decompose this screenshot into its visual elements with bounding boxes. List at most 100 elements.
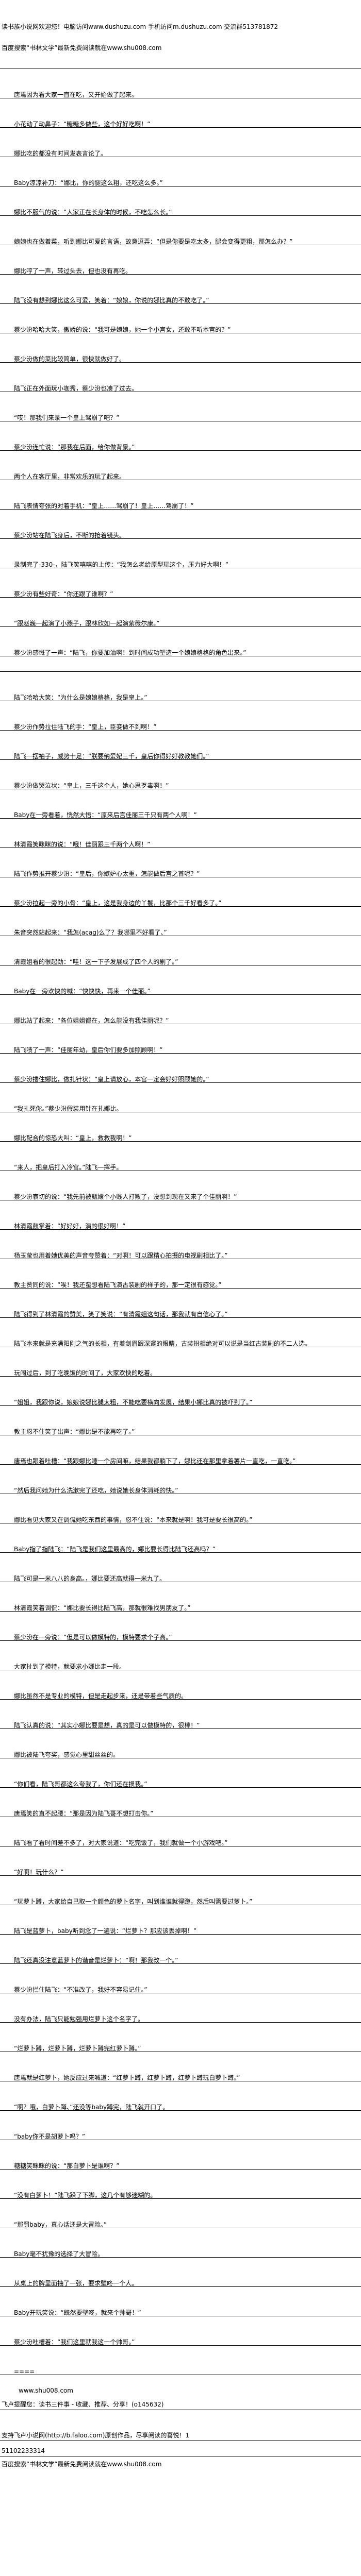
paragraph: “来人，把皇后打入冷宫。”陆飞一挥手。 — [0, 1142, 361, 1171]
paragraph-text: 蔡少汾有些好奇：“你还跟了谁啊？” — [14, 590, 113, 598]
paragraph-line: 林清霞笑眯眯的说：“哦！佳丽跟三千两个人啊！” — [0, 833, 361, 848]
paragraph-text: 蔡少汾做的菜比较简单，很快就做好了。 — [14, 355, 126, 363]
paragraph-line: 娘娘也在做着菜，听到娜比可爱的言语，故意逗弄：“但是你要是吃太多，腿会变得更粗，… — [0, 230, 361, 245]
paragraph: 陆飞可是一米八八的身高。，娜比要还高就得一米九了。 — [0, 1553, 361, 1582]
paragraph-text: 蔡少汾作势拉住陆飞的手：“皇上，臣妾做不到啊！” — [14, 723, 157, 731]
paragraph-line: 陆飞哈哈大笑：“为什么是娘娘格格，我是皇上。” — [0, 686, 361, 701]
paragraph-text: 唐焉笑的直不起腰：“那是因为陆飞哥不想打击你。” — [14, 1810, 154, 1817]
paragraph-text: “没有白萝卜！”陆飞跺了下脚，这几个有够迷糊的。 — [14, 2192, 157, 2199]
paragraph: 陆飞还真没注意蓝萝卜的谐音是烂萝卜：“啊！那我改一个。” — [0, 1935, 361, 1964]
paragraph: Baby在一旁欢快的喊：“快快快，再来一个佳丽。” — [0, 965, 361, 995]
paragraph: 教主忍不住笑了出声：“娜比是不能再吃了。” — [0, 1406, 361, 1435]
paragraph: 林清霞鼓掌着：“好好好，演的很好啊！” — [0, 1200, 361, 1230]
paragraph-text: 陆飞一摆袖子，威势十足：“朕要纳爱妃三千，皇后你得好好教教她们。” — [14, 753, 209, 760]
paragraph-line: 蔡少汾做哭泣状：“皇上，三千这个人，她心思歹毒啊！” — [0, 774, 361, 789]
paragraph-text: Baby毫不犹豫的选择了大冒险。 — [14, 2250, 104, 2258]
paragraph: 娜比哼了一声，转过头去，但也没有再吃。 — [0, 245, 361, 275]
paragraph-text: “我扎死你。”蔡少汾假装用针在扎娜比。 — [14, 1105, 123, 1112]
paragraph: “然后我问她为什么洗漱完了还吃，她说她长身体消耗的快。” — [0, 1465, 361, 1494]
paragraph: 陆飞表情夸张的对着手机：“皇上……驾崩了！皇上……驾崩了！” — [0, 480, 361, 510]
paragraph-line: 陆飞是蓝萝卜，baby听到念了一遍说：“烂萝卜？那应该丢掉啊！” — [0, 1919, 361, 1935]
paragraph-line: “baby你不是胡萝卜吗？” — [0, 2125, 361, 2140]
paragraph-text: 陆飞可是一米八八的身高。，娜比要还高就得一米九了。 — [14, 1575, 166, 1582]
paragraph-line: “来人，把皇后打入冷宫。”陆飞一挥手。 — [0, 1156, 361, 1171]
paragraph-line: “啊？哦，白萝卜蹲、”还没等baby蹲完，陆飞就开口了。 — [0, 2095, 361, 2111]
paragraph: 蔡少汾搂住娜比，做扎针状：“皇上请放心，本宫一定会好好照顾她的。” — [0, 1054, 361, 1083]
paragraph-line: 陆飞认真的说：“其实小娜比要是想，真的是可以做模特的，很棒！” — [0, 1714, 361, 1729]
paragraph-text: “你们看，陆飞哥都这么夸我了，你们还在损我。” — [14, 1781, 147, 1788]
paragraph: “玩萝卜蹲，大家给自己取一个颜色的萝卜名字，叫到谁谁就得蹲，然后叫需要过萝卜。” — [0, 1876, 361, 1905]
paragraph: 蔡少汾连忙说：“那我在后面，给你做背景。” — [0, 421, 361, 451]
paragraph: 唐焉也跟着吐槽：“我跟娜比睡一个房间嘛，结果我都躺下了，娜比还在那里拿着薯片一直… — [0, 1435, 361, 1465]
paragraph-text: 蔡少汾哈哈大笑，傲娇的说：“我可是娘娘，她一个小宫女，还敢不听本宫的？” — [14, 326, 231, 333]
paragraph-text: ==== — [14, 2368, 35, 2375]
paragraph-text: 娜比配合的惊恐大叫：“皇上，救救我啊！” — [14, 1134, 132, 1142]
paragraph-text: 蔡少汾吐槽着：“我们这里就我这一个帅哥。” — [14, 2338, 135, 2346]
paragraph: 娘娘也在做着菜，听到娜比可爱的言语，故意逗弄：“但是你要是吃太多，腿会变得更粗，… — [0, 216, 361, 245]
paragraph: 教主赞同的说：“唉！我还蛮想看陆飞演古装剧的样子的，那一定很有感觉。” — [0, 1259, 361, 1289]
paragraph-line: “你们看，陆飞哥都这么夸我了，你们还在损我。” — [0, 1772, 361, 1788]
paragraph-line: 陆飞本来就是充满阳刚之气的长相，有着剑眉跟深邃的眼睛，古装扮相绝对可以说是当红古… — [0, 1332, 361, 1347]
paragraph-line: Baby毫不犹豫的选择了大冒险。 — [0, 2242, 361, 2258]
paragraph: “我扎死你。”蔡少汾假装用针在扎娜比。 — [0, 1083, 361, 1112]
paragraph-line: Baby开玩笑说：“既然要壁咚，就来个帅哥！” — [0, 2301, 361, 2316]
paragraph: “姐姐，我跟你说，娘娘说娜比腿太粗，不能吃要横向发展，结果小娜比真的被吓到了。” — [0, 1377, 361, 1406]
paragraph: 唐焉笑的直不起腰：“那是因为陆飞哥不想打击你。” — [0, 1788, 361, 1817]
paragraph-line: 唐焉因为看大家一直在吃，又开始做了起来。 — [0, 83, 361, 98]
paragraph: 朱音突然站起来：“我怎(acag)么了？我哪里不好看了、” — [0, 907, 361, 936]
paragraph-line: Baby指了指陆飞：“陆飞是我们这里最高的，娜比要长得比陆飞还高吗？” — [0, 1537, 361, 1553]
footer-site-link[interactable]: www.shu008.com — [19, 2387, 73, 2394]
paragraph: 陆飞得到了林清霞的赞美，笑了笑说：“有清霞姐这句话，那我就有自信心了。” — [0, 1289, 361, 1318]
paragraph-text: 大家扯到了模特，就要求小娜比走一段。 — [14, 1663, 126, 1670]
site-header: 读书族小说网欢迎您！电脑访问www.dushuzu.com 手机访问m.dush… — [0, 0, 361, 53]
paragraph-line: 蔡少汾作势拉住陆飞的手：“皇上，臣妾做不到啊！” — [0, 715, 361, 731]
paragraph-line: 两个人在客厅里，非常欢乐的玩了起来。 — [0, 465, 361, 480]
paragraph-text: 唐焉也跟着吐槽：“我跟娜比睡一个房间嘛，结果我都躺下了，娜比还在那里拿着薯片一直… — [14, 1458, 296, 1465]
paragraph-line: 陆飞作势推开蔡少汾：“皇后，你嫉妒心太重，怎能做后宫之首呢？” — [0, 862, 361, 877]
paragraph-text: 从桌上的牌里面抽了一张，要求壁咚一个人。 — [14, 2280, 138, 2287]
paragraph: 陆飞认真的说：“其实小娜比要是想，真的是可以做模特的，很棒！” — [0, 1700, 361, 1729]
paragraph-text: 朱音突然站起来：“我怎(acag)么了？我哪里不好看了、” — [14, 929, 167, 936]
paragraph-text: 陆飞是蓝萝卜，baby听到念了一遍说：“烂萝卜？那应该丢掉啊！” — [14, 1927, 197, 1935]
paragraph-text: 蔡少汾搂住娜比，做扎针状：“皇上请放心，本宫一定会好好照顾她的。” — [14, 1076, 209, 1083]
paragraph: Baby开玩笑说：“既然要壁咚，就来个帅哥！” — [0, 2287, 361, 2316]
paragraph-text: 陆飞没有想到娜比这么可爱，笑着：“娘娘，你说的娜比真的不敢吃了。” — [14, 297, 209, 304]
paragraph-text: 蔡少汾连忙说：“那我在后面，给你做背景。” — [14, 444, 135, 451]
paragraph: 蔡少汾作势拉住陆飞的手：“皇上，臣妾做不到啊！” — [0, 701, 361, 731]
paragraph-line: 蔡少汾拉起一旁的小骨：“皇上，这是我身边的丫鬟，比那个三千好看多了。” — [0, 891, 361, 907]
paragraph-text: 蔡少汾感慨了一声：“陆飞，你要加油啊！到时间成功塑造一个娘娘格格的角色出来。” — [14, 649, 247, 656]
welcome-banner: 读书族小说网欢迎您！电脑访问www.dushuzu.com 手机访问m.dush… — [2, 23, 278, 30]
paragraph: 唐焉就是红萝卜，她反应过来喊道：“红萝卜蹲，红萝卜蹲，红萝卜蹲玩白萝卜蹲。” — [0, 2052, 361, 2081]
footer-support-text: 支持飞卢小说网(http://b.faloo.com)原创作品，尽享阅读的喜悦！… — [2, 2432, 190, 2439]
footer-search-tip: 百度搜索“书林文学”最新免费阅读就在www.shu008.com — [2, 2461, 162, 2468]
paragraph-line: 蔡少汾有些好奇：“你还跟了谁啊？” — [0, 582, 361, 598]
paragraph: 录制完了-330-，陆飞笑嘻嘻的上传：“我怎么老给原型玩这个，压力好大啊！” — [0, 539, 361, 568]
paragraph-text: 陆飞本来就是充满阳刚之气的长相，有着剑眉跟深邃的眼睛，古装扮相绝对可以说是当红古… — [14, 1340, 311, 1347]
paragraph-line: 陆飞正在外面玩小咖秀，蔡少汾也凑了过去。 — [0, 377, 361, 392]
paragraph-text: “好啊！玩什么？” — [14, 1869, 64, 1876]
paragraph: “那罚baby，真心话还是大冒险。” — [0, 2199, 361, 2228]
paragraph: 娜比被陆飞夸奖，感觉心里甜丝丝的。 — [0, 1729, 361, 1758]
paragraph-line: 杨玉莹也用着她优美的声音夸赞着：“对啊！可以跟精心拍摄的电视剧相比了。” — [0, 1244, 361, 1259]
paragraph-text: 唐焉就是红萝卜，她反应过来喊道：“红萝卜蹲，红萝卜蹲，红萝卜蹲玩白萝卜蹲。” — [14, 2074, 240, 2081]
paragraph-line: 朱音突然站起来：“我怎(acag)么了？我哪里不好看了、” — [0, 921, 361, 936]
paragraph-line: 没有办法，陆飞只能勉强用烂萝卜这个名字了。 — [0, 2007, 361, 2023]
paragraph-text: “那罚baby，真心话还是大冒险。” — [14, 2221, 107, 2228]
paragraph: 林清霞笑眯眯的说：“哦！佳丽跟三千两个人啊！” — [0, 819, 361, 848]
footer-reminder-text: 飞卢提醒您：读书三件事 - 收藏、推荐、分享！(o145632) — [2, 2401, 164, 2408]
paragraph: 陆飞哈哈大笑：“为什么是娘娘格格，我是皇上。” — [0, 672, 361, 701]
paragraph-line: 唐焉也跟着吐槽：“我跟娜比睡一个房间嘛，结果我都躺下了，娜比还在那里拿着薯片一直… — [0, 1449, 361, 1465]
paragraph: 林清霞笑着调侃：“娜比要长得比陆飞高，那就很难找男朋友了。” — [0, 1582, 361, 1612]
paragraph-line: ==== — [0, 2360, 361, 2375]
paragraph-text: 陆飞还真没注意蓝萝卜的谐音是烂萝卜：“啊！那我改一个。” — [14, 1957, 178, 1964]
paragraph: 两个人在客厅里，非常欢乐的玩了起来。 — [0, 451, 361, 480]
paragraph: 蔡少汾感慨了一声：“陆飞，你要加油啊！到时间成功塑造一个娘娘格格的角色出来。” — [0, 627, 361, 672]
paragraph-line: 蔡少汾哀切的说：“我先前被甄嬛个小贱人打败了，没想到现在又来了个佳丽啊！” — [0, 1185, 361, 1200]
paragraph: “跟赵巍一起演了小燕子，跟林欣如一起演紫薇尔康。” — [0, 598, 361, 627]
paragraph: 娜比吃的都没有时间发表言论了。 — [0, 128, 361, 157]
footer-support: 支持飞卢小说网(http://b.faloo.com)原创作品，尽享阅读的喜悦！… — [0, 2426, 361, 2441]
paragraph-text: “哎！那我们来录一个皇上驾崩了吧？” — [14, 414, 120, 421]
paragraph: 蔡少汾做的菜比较简单，很快就做好了。 — [0, 333, 361, 363]
paragraph: 娜比站了起来：“各位姐姐都在，怎么能没有我佳丽呢？” — [0, 995, 361, 1024]
paragraph: Baby在一旁看着，恍然大悟：“原来后宫佳丽三千只有两个人啊！” — [0, 789, 361, 819]
